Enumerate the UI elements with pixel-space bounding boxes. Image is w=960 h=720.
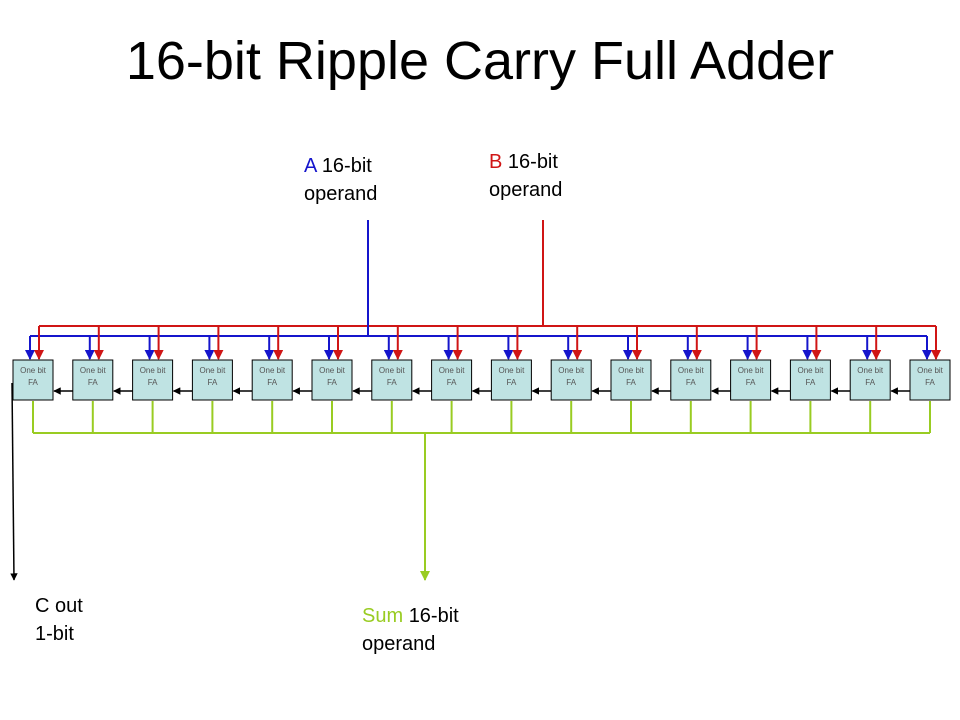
cout-label: C out 1-bit: [35, 592, 83, 648]
full-adder-1: [12, 359, 54, 401]
full-adder-label-top-2: One bit: [80, 366, 107, 375]
full-adder-7: [371, 359, 413, 401]
full-adder-label-bottom-15: FA: [865, 378, 875, 387]
full-adder-13: [730, 359, 772, 401]
full-adder-15: [849, 359, 891, 401]
full-adder-label-top-9: One bit: [499, 366, 526, 375]
full-adder-label-bottom-4: FA: [208, 378, 218, 387]
b-width: 16-bit: [507, 151, 558, 173]
full-adder-label-top-7: One bit: [379, 366, 406, 375]
full-adder-label-bottom-12: FA: [686, 378, 696, 387]
sum-operand-text: operand: [362, 633, 436, 655]
full-adder-3: [132, 359, 174, 401]
cout-name: C out: [35, 595, 83, 617]
full-adder-16: [909, 359, 951, 401]
full-adder-label-bottom-16: FA: [925, 378, 935, 387]
full-adder-label-bottom-3: FA: [148, 378, 158, 387]
full-adder-10: [550, 359, 592, 401]
full-adder-label-bottom-6: FA: [327, 378, 337, 387]
full-adder-label-top-11: One bit: [618, 366, 645, 375]
sum-operand-label: Sum 16-bit operand: [362, 602, 459, 658]
full-adder-label-bottom-10: FA: [566, 378, 576, 387]
full-adder-label-bottom-1: FA: [28, 378, 38, 387]
full-adder-6: [311, 359, 353, 401]
sum-width: 16-bit: [408, 605, 459, 627]
full-adder-14: [789, 359, 831, 401]
full-adder-label-bottom-8: FA: [447, 378, 457, 387]
full-adder-label-top-6: One bit: [319, 366, 346, 375]
full-adder-5: [251, 359, 293, 401]
full-adder-label-bottom-7: FA: [387, 378, 397, 387]
cout-width: 1-bit: [35, 623, 74, 645]
carry-out-line: [10, 382, 18, 581]
full-adder-label-top-3: One bit: [140, 366, 167, 375]
page-title: 16-bit Ripple Carry Full Adder: [125, 31, 835, 91]
full-adder-label-bottom-13: FA: [746, 378, 756, 387]
full-adder-label-top-4: One bit: [200, 366, 227, 375]
full-adder-9: [490, 359, 532, 401]
full-adder-label-top-12: One bit: [678, 366, 705, 375]
a-name: A: [304, 155, 317, 177]
b-operand-text: operand: [489, 179, 563, 201]
full-adder-label-bottom-11: FA: [626, 378, 636, 387]
full-adder-label-top-10: One bit: [558, 366, 585, 375]
full-adder-label-top-1: One bit: [20, 366, 47, 375]
a-width: 16-bit: [321, 155, 372, 177]
a-operand-label: A 16-bit operand: [304, 152, 377, 208]
full-adder-label-top-8: One bit: [439, 366, 466, 375]
full-adder-label-bottom-9: FA: [507, 378, 517, 387]
full-adder-label-top-13: One bit: [738, 366, 765, 375]
b-operand-label: B 16-bit operand: [489, 148, 562, 204]
full-adder-2: [72, 359, 114, 401]
a-operand-text: operand: [304, 183, 378, 205]
full-adder-label-top-16: One bit: [917, 366, 944, 375]
full-adder-12: [670, 359, 712, 401]
full-adder-4: [191, 359, 233, 401]
full-adder-label-top-15: One bit: [857, 366, 884, 375]
full-adder-label-bottom-5: FA: [267, 378, 277, 387]
full-adder-label-bottom-2: FA: [88, 378, 98, 387]
full-adder-label-bottom-14: FA: [806, 378, 816, 387]
sum-name: Sum: [362, 605, 404, 627]
full-adder-8: [431, 359, 473, 401]
full-adder-label-top-5: One bit: [259, 366, 286, 375]
full-adder-11: [610, 359, 652, 401]
full-adder-label-top-14: One bit: [798, 366, 825, 375]
b-name: B: [489, 151, 503, 173]
